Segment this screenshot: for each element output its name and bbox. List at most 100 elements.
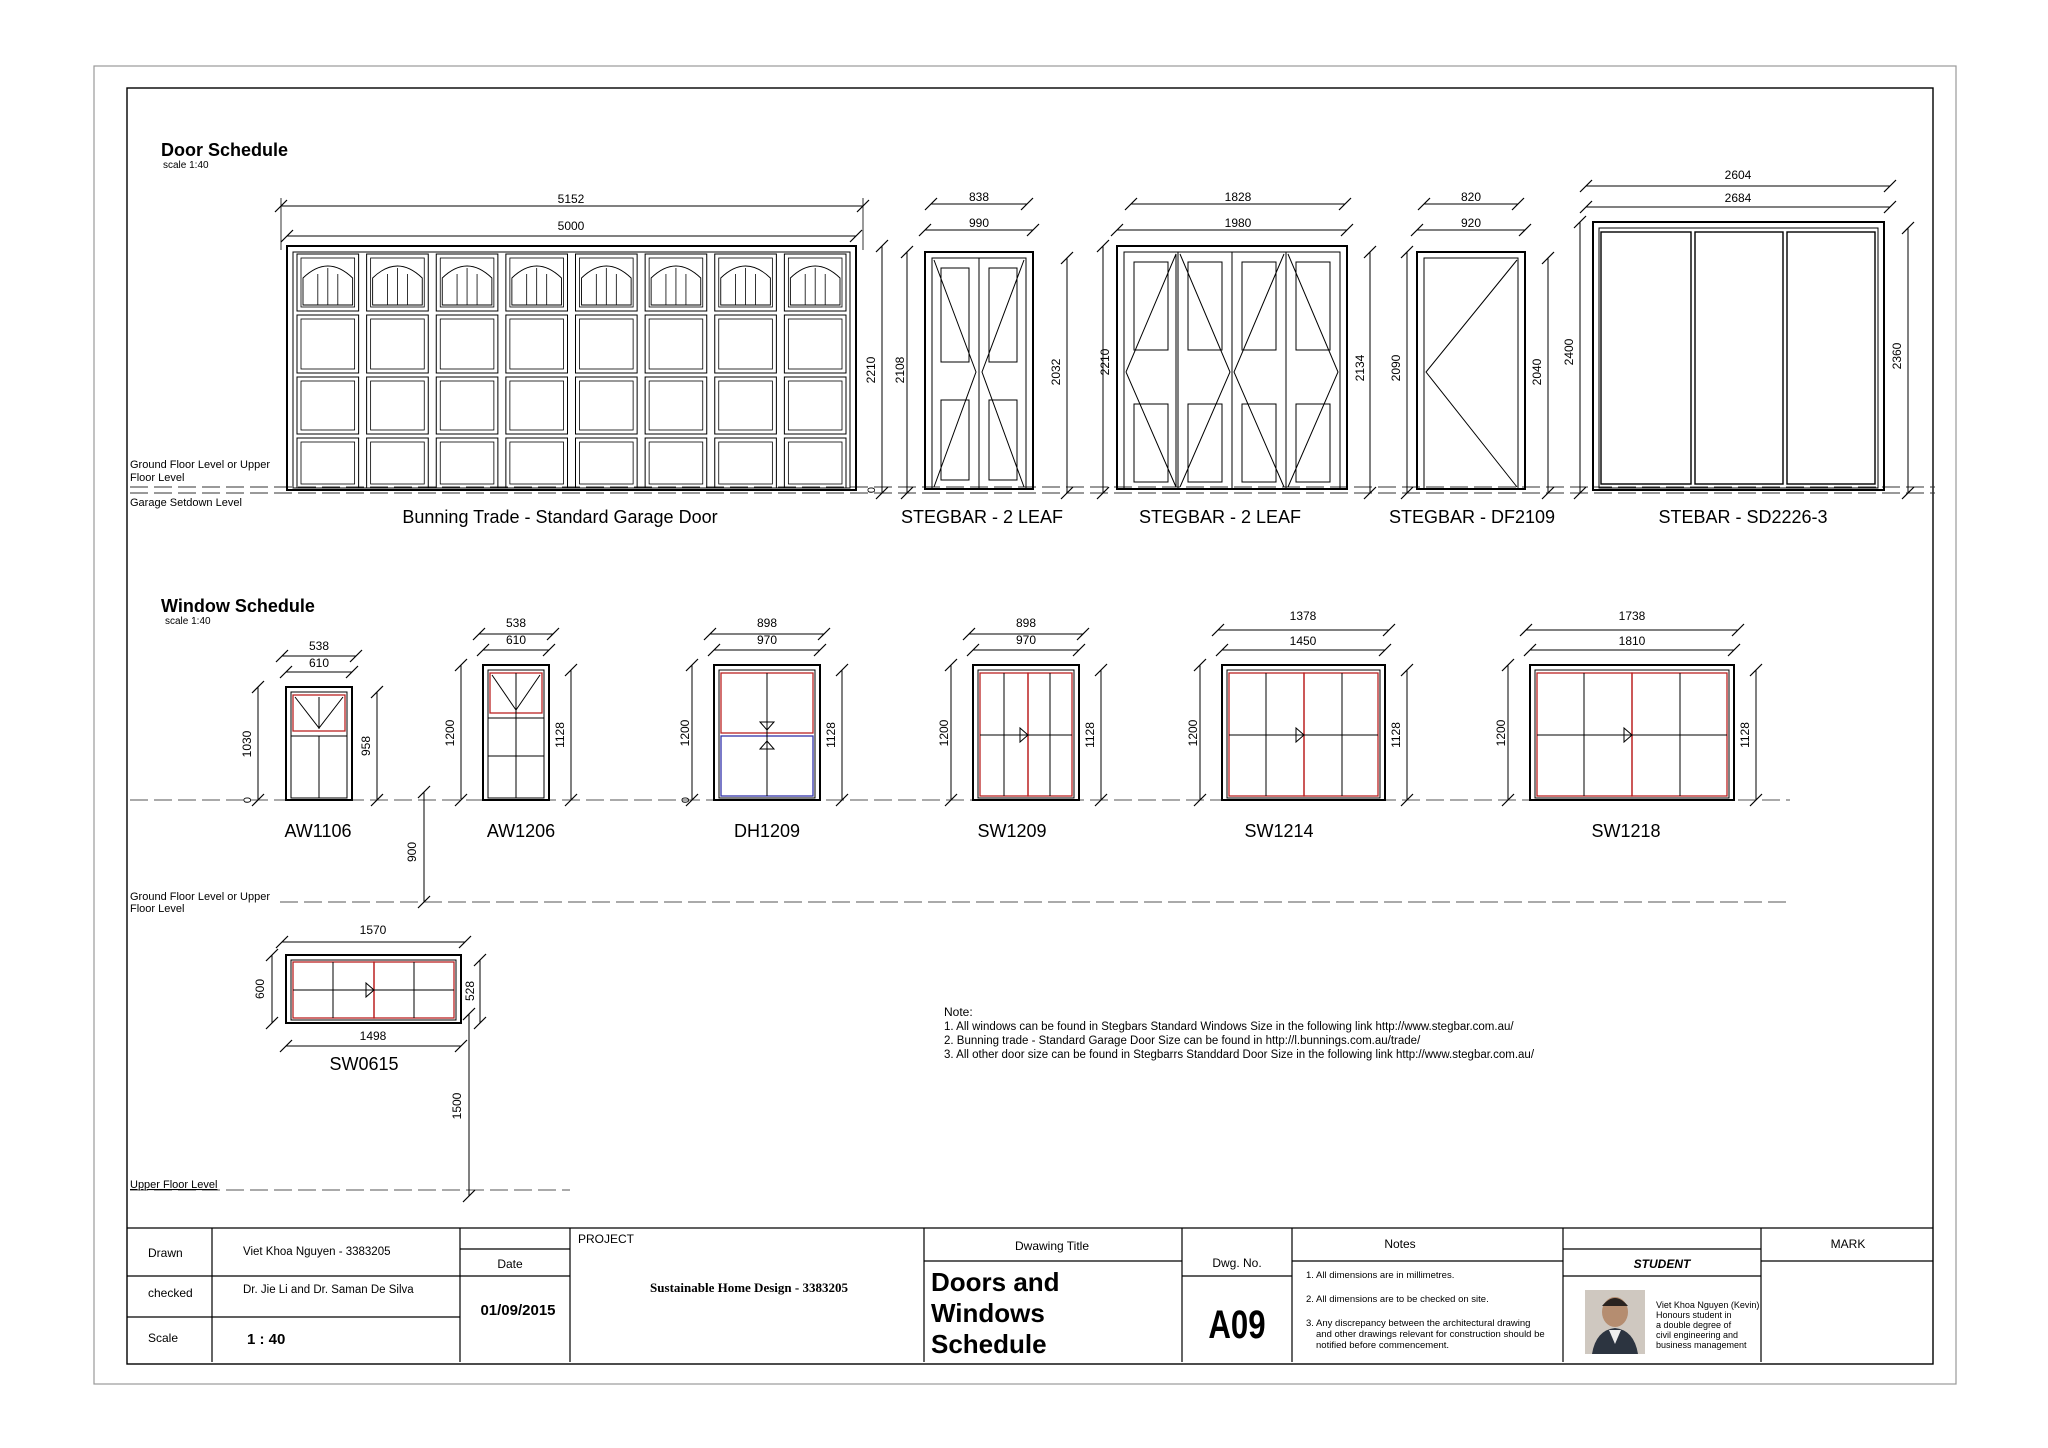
window-aw1206 (454, 627, 578, 807)
project-label: PROJECT (578, 1232, 635, 1246)
garage-panel (296, 376, 360, 435)
sheet-inner-border (126, 87, 1934, 1365)
aw1206-h-inner: 1128 (553, 722, 567, 748)
door-df2109-h-outer: 2090 (1389, 354, 1403, 381)
garage-arch-window (789, 265, 841, 306)
window-sw1218 (1501, 623, 1763, 807)
sill-1500-dim: 1500 (450, 1092, 464, 1119)
garage-panel (575, 437, 638, 489)
garage-panel (435, 314, 499, 374)
garage-panel-inner (648, 318, 704, 370)
sw0615-label: SW0615 (329, 1054, 398, 1074)
door-2leaf-b-label: STEGBAR - 2 LEAF (1139, 507, 1301, 527)
garage-door (274, 198, 914, 500)
garage-panel-inner (370, 257, 425, 308)
window-dh1209 (685, 627, 849, 807)
upper-floor-level-label: Upper Floor Level (130, 1179, 217, 1191)
garage-panel-inner (439, 318, 495, 370)
door-2leaf-b-dim-inner: 1980 (1225, 216, 1252, 230)
window-ground-level-label-2: Floor Level (130, 903, 184, 915)
garage-arch-window (441, 265, 493, 306)
student-avatar (1585, 1290, 1645, 1354)
door-2leaf-a-dim-outer: 838 (969, 190, 989, 204)
garage-panel-inner (300, 318, 356, 370)
garage-panel (575, 253, 638, 312)
date-value: 01/09/2015 (480, 1302, 555, 1319)
garage-panel-inner (718, 380, 773, 431)
garage-panel-inner (370, 380, 425, 431)
door-df2109-dim-inner: 920 (1461, 216, 1481, 230)
garage-panel-inner (787, 441, 843, 485)
drawn-value: Viet Khoa Nguyen - 3383205 (243, 1246, 390, 1258)
sill-900-dim: 900 (405, 842, 419, 862)
sw1218-label: SW1218 (1591, 821, 1660, 841)
door-leaf-panel (1241, 403, 1277, 483)
garage-panel (505, 437, 568, 489)
student-info-4: civil engineering and (1656, 1330, 1738, 1340)
garage-dim-outer: 5152 (558, 192, 585, 206)
door-leaf-panel (1133, 403, 1169, 483)
garage-arch-window (650, 265, 702, 306)
door-2leaf-a-dim-inner: 990 (969, 216, 989, 230)
garage-panel (644, 376, 708, 435)
sw1209-w-bot: 970 (1016, 633, 1036, 647)
sw1214-w-bot: 1450 (1290, 634, 1317, 648)
garage-panel-inner (718, 257, 773, 308)
title-block-grid (127, 1227, 1933, 1362)
garage-panel-inner (300, 257, 356, 308)
window-ground-level-label-1: Ground Floor Level or Upper (130, 891, 270, 903)
garage-panel (505, 376, 568, 435)
door-df2109-h-inner: 2040 (1530, 358, 1544, 385)
scale-value: 1 : 40 (247, 1331, 285, 1348)
student-info-5: business management (1656, 1340, 1747, 1350)
garage-panel-inner (439, 380, 495, 431)
dwg-no-label: Dwg. No. (1212, 1256, 1261, 1270)
window-zero-2: 0 (680, 797, 692, 803)
notes-line-1: 1. All windows can be found in Stegbars … (944, 1021, 1514, 1033)
garage-panel-inner (579, 441, 634, 485)
garage-panel (644, 253, 708, 312)
sw1209-label: SW1209 (977, 821, 1046, 841)
dwg-no-value: A09 (1208, 1302, 1265, 1347)
garage-panel (714, 314, 777, 374)
notes-line-2: 2. Bunning trade - Standard Garage Door … (944, 1035, 1421, 1047)
garage-panel-inner (579, 380, 634, 431)
garage-panel (714, 253, 777, 312)
garage-arch-window (302, 265, 354, 306)
window-aw1106 (251, 649, 384, 807)
sheet-outer-border (93, 65, 1957, 1385)
garage-panel (296, 437, 360, 489)
tb-note-5: notified before commencement. (1316, 1340, 1449, 1351)
notes-line-3: 3. All other door size can be found in S… (944, 1049, 1535, 1061)
door-2leaf-a (918, 197, 1074, 500)
garage-panel-inner (648, 257, 704, 308)
garage-panel-inner (439, 441, 495, 485)
sw1214-h-inner: 1128 (1389, 722, 1403, 748)
garage-panel (505, 253, 568, 312)
dh1209-h-inner: 1128 (824, 722, 838, 748)
garage-panel-inner (648, 441, 704, 485)
door-schedule-title: Door Schedule (161, 140, 288, 160)
door-zero-label: 0 (866, 487, 878, 493)
door-schedule-scale: scale 1:40 (163, 160, 209, 171)
garage-panel-inner (648, 380, 704, 431)
sw0615-h-inner: 528 (463, 981, 477, 1001)
garage-panel (714, 437, 777, 489)
door-ground-level-label-1: Ground Floor Level or Upper (130, 459, 270, 471)
dh1209-w-bot: 970 (757, 633, 777, 647)
aw1206-h-outer: 1200 (443, 719, 457, 746)
door-df2109 (1400, 197, 1555, 500)
door-sd2226-dim-inner: 2684 (1725, 191, 1752, 205)
window-schedule-title: Window Schedule (161, 596, 315, 616)
window-zero-1: 0 (242, 797, 254, 803)
door-ground-level-label-2: Floor Level (130, 472, 184, 484)
garage-panel (575, 314, 638, 374)
tb-note-2: 2. All dimensions are to be checked on s… (1306, 1294, 1489, 1305)
garage-panel-inner (787, 257, 843, 308)
garage-panel (714, 376, 777, 435)
project-value: Sustainable Home Design - 3383205 (650, 1280, 848, 1295)
door-leaf-panel (1133, 261, 1169, 351)
door-leaf-panel (1295, 261, 1331, 351)
garage-arch-window (511, 265, 562, 306)
garage-panel (644, 314, 708, 374)
